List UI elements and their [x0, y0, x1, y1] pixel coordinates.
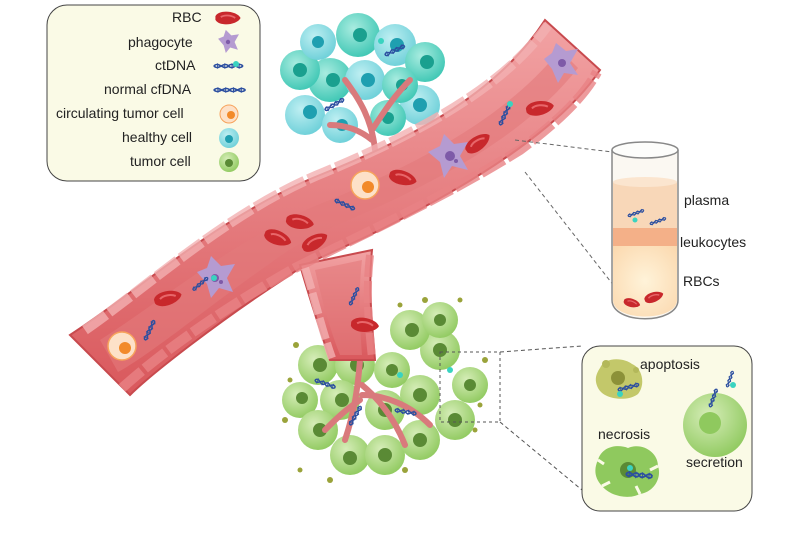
- tube-label-rbcs: RBCs: [683, 273, 720, 289]
- tumor-tissue-cluster: [282, 297, 488, 483]
- legend-label-phagocyte: phagocyte: [128, 34, 193, 50]
- legend-label-cfdna: normal cfDNA: [104, 81, 192, 97]
- healthy-tissue-cluster: [280, 13, 445, 153]
- apoptotic-cell: [595, 359, 643, 399]
- phagocyte-icon: [218, 29, 239, 53]
- inset-label-necrosis: necrosis: [598, 426, 650, 442]
- tube-label-leukocytes: leukocytes: [680, 234, 746, 250]
- healthy-cell-icon: [219, 128, 239, 148]
- legend-label-ctdna: ctDNA: [155, 57, 196, 73]
- necrotic-cell: [595, 446, 660, 497]
- vessel-contents: [107, 43, 578, 361]
- secreting-cell: [683, 369, 747, 457]
- legend-label-tumor: tumor cell: [130, 153, 191, 169]
- legend-label-rbc: RBC: [172, 9, 202, 25]
- ctdna-icon: [213, 61, 244, 70]
- inset-label-secretion: secretion: [686, 454, 743, 470]
- legend-label-ctc: circulating tumor cell: [56, 105, 184, 121]
- tumor-cell-icon: [219, 152, 239, 172]
- inset-label-apoptosis: apoptosis: [640, 356, 700, 372]
- blood-tube: plasma leukocytes RBCs: [514, 139, 746, 320]
- release-mechanisms-inset: apoptosis secretion necrosis: [581, 345, 753, 512]
- blood-vessel: [68, 18, 602, 397]
- legend-label-healthy: healthy cell: [122, 129, 192, 145]
- zoom-indicator: [439, 345, 583, 491]
- ctc-icon: [219, 104, 239, 124]
- legend: RBC phagocyte ctDNA normal cfDNA circula…: [46, 4, 261, 182]
- tube-label-plasma: plasma: [684, 192, 729, 208]
